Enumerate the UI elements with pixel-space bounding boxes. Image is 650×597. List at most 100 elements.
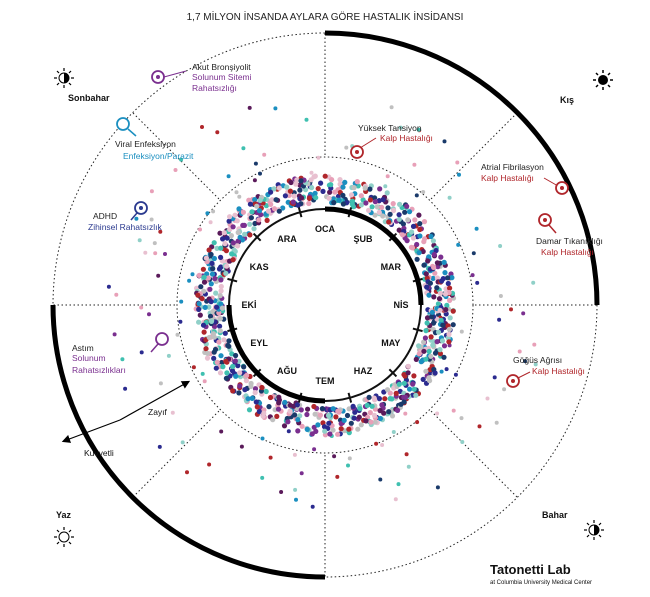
incidence-dot [315, 422, 321, 428]
incidence-dot [509, 307, 513, 312]
incidence-dot [346, 463, 350, 468]
incidence-dot [163, 252, 167, 256]
incidence-dot [390, 201, 396, 207]
spoke [430, 112, 518, 200]
incidence-dot [414, 256, 420, 262]
incidence-dot [364, 402, 370, 408]
incidence-dot [427, 378, 433, 384]
incidence-dot [432, 350, 439, 356]
incidence-dot [237, 383, 243, 389]
incidence-dot [427, 367, 433, 373]
incidence-dot [368, 419, 374, 425]
incidence-dot [354, 179, 360, 185]
disease-viral-infection: Viral Enfeksiyon Enfeksiyon/Parazit [115, 117, 194, 161]
incidence-dot [381, 389, 387, 395]
incidence-dot [309, 170, 314, 175]
incidence-dot [430, 275, 436, 281]
incidence-dot [211, 240, 217, 246]
incidence-dot [247, 201, 253, 207]
incidence-dot [305, 406, 311, 412]
disease-name: Damar Tıkanıklığı [536, 236, 603, 246]
incidence-dot [429, 314, 435, 320]
month-label-4: MAY [381, 338, 400, 348]
incidence-dot [226, 338, 232, 344]
month-label-7: AĞU [277, 365, 297, 376]
incidence-dot [492, 375, 497, 380]
incidence-dot [391, 207, 397, 214]
incidence-dot [297, 187, 303, 193]
incidence-dot [357, 406, 363, 412]
incidence-dot [282, 193, 288, 199]
disease-name: Akut Bronşiyolit [192, 62, 251, 72]
incidence-dot [221, 230, 227, 236]
month-label-0: OCA [315, 224, 336, 234]
incidence-dot [403, 411, 408, 416]
incidence-dot [389, 396, 395, 402]
incidence-dot [158, 381, 163, 386]
incidence-dot [254, 203, 260, 209]
incidence-dot [187, 278, 192, 283]
incidence-dot [208, 318, 215, 324]
incidence-dot [139, 305, 144, 310]
target-marker-icon [151, 70, 187, 84]
incidence-dot [442, 139, 447, 144]
incidence-dot [273, 197, 279, 203]
disease-annotations: Akut Bronşiyolit Solunum Sitemi Rahatsız… [72, 62, 603, 388]
incidence-dot [417, 226, 423, 233]
incidence-dot [195, 292, 201, 298]
incidence-dot [262, 152, 267, 157]
incidence-dot [401, 380, 407, 386]
incidence-dot [229, 368, 236, 374]
incidence-dot [212, 276, 218, 282]
incidence-dot [221, 337, 227, 343]
incidence-dot [200, 371, 205, 376]
incidence-dot [214, 359, 220, 365]
incidence-dot [358, 422, 364, 428]
incidence-dot [428, 353, 434, 359]
incidence-dot [355, 426, 361, 432]
incidence-dot [402, 373, 408, 379]
target-marker-icon [506, 371, 531, 388]
incidence-dot [380, 443, 385, 447]
incidence-dot [358, 202, 364, 208]
incidence-dot [201, 329, 207, 335]
incidence-dot [421, 262, 427, 268]
incidence-dot [316, 155, 321, 160]
incidence-dot [173, 168, 178, 172]
month-tick [412, 327, 423, 333]
incidence-dot [208, 299, 214, 305]
month-label-10: KAS [250, 262, 269, 272]
incidence-dot [134, 216, 139, 221]
disease-name: Yüksek Tansiyon [358, 123, 422, 133]
incidence-dot [292, 412, 298, 418]
incidence-dot [112, 332, 117, 337]
incidence-dot [201, 279, 208, 285]
sun-outline-icon [54, 527, 74, 547]
incidence-dot [424, 315, 431, 321]
month-label-9: EKİ [241, 300, 256, 310]
incidence-dot [342, 179, 348, 185]
incidence-dot [362, 185, 368, 191]
incidence-dot [400, 221, 406, 227]
incidence-dot [428, 233, 434, 240]
incidence-dot [235, 363, 241, 369]
incidence-dot [444, 302, 450, 308]
incidence-dot [235, 229, 241, 236]
incidence-dot [445, 280, 451, 287]
incidence-dot [276, 394, 282, 400]
spoke [430, 410, 518, 498]
incidence-dot [352, 409, 358, 415]
incidence-dot [274, 413, 280, 419]
incidence-dot [286, 429, 291, 434]
incidence-dot [413, 392, 419, 398]
incidence-dot [421, 219, 428, 225]
month-tick [297, 207, 303, 218]
incidence-dot [275, 406, 282, 412]
incidence-dot [521, 311, 526, 316]
incidence-dot [322, 173, 328, 179]
incidence-dot [434, 316, 440, 322]
incidence-dot [441, 259, 447, 265]
incidence-dot [228, 233, 234, 239]
